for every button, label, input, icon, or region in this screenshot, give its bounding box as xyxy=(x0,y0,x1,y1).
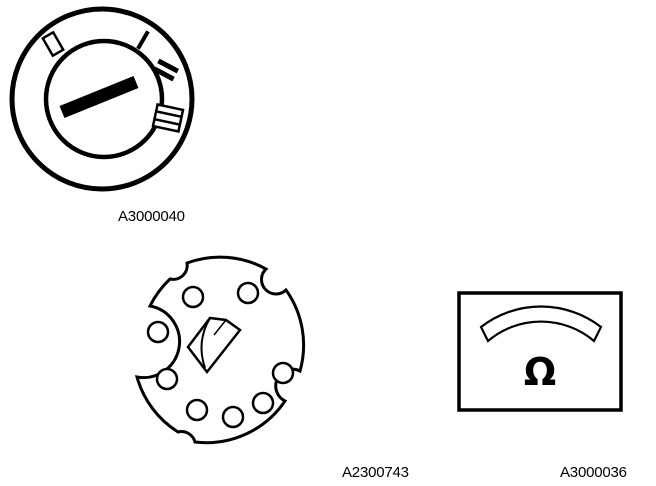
pin-hole xyxy=(155,367,179,391)
pin-hole xyxy=(185,398,209,422)
position-marker-0 xyxy=(41,30,65,58)
key-slot xyxy=(59,75,139,119)
pin-hole xyxy=(181,285,205,309)
meter-scale-arc xyxy=(479,305,603,343)
figure-code-connector-plate: A2300743 xyxy=(342,464,409,481)
pin-hole xyxy=(236,281,260,305)
center-contact xyxy=(186,316,242,375)
ohmmeter: Ω xyxy=(457,291,623,412)
figure-code-ignition-switch: A3000040 xyxy=(118,208,185,225)
pin-hole xyxy=(221,405,245,429)
ohm-symbol: Ω xyxy=(524,350,556,394)
pin-hole xyxy=(251,391,275,415)
position-marker-2 xyxy=(153,58,179,82)
ignition-switch xyxy=(9,6,195,192)
pin-hole xyxy=(146,320,170,344)
position-marker-3 xyxy=(151,103,185,133)
connector-plate xyxy=(134,255,306,445)
meter-frame xyxy=(457,291,623,412)
pin-hole xyxy=(271,361,295,385)
position-marker-1 xyxy=(136,30,150,50)
figure-code-ohmmeter: A3000036 xyxy=(560,464,627,481)
